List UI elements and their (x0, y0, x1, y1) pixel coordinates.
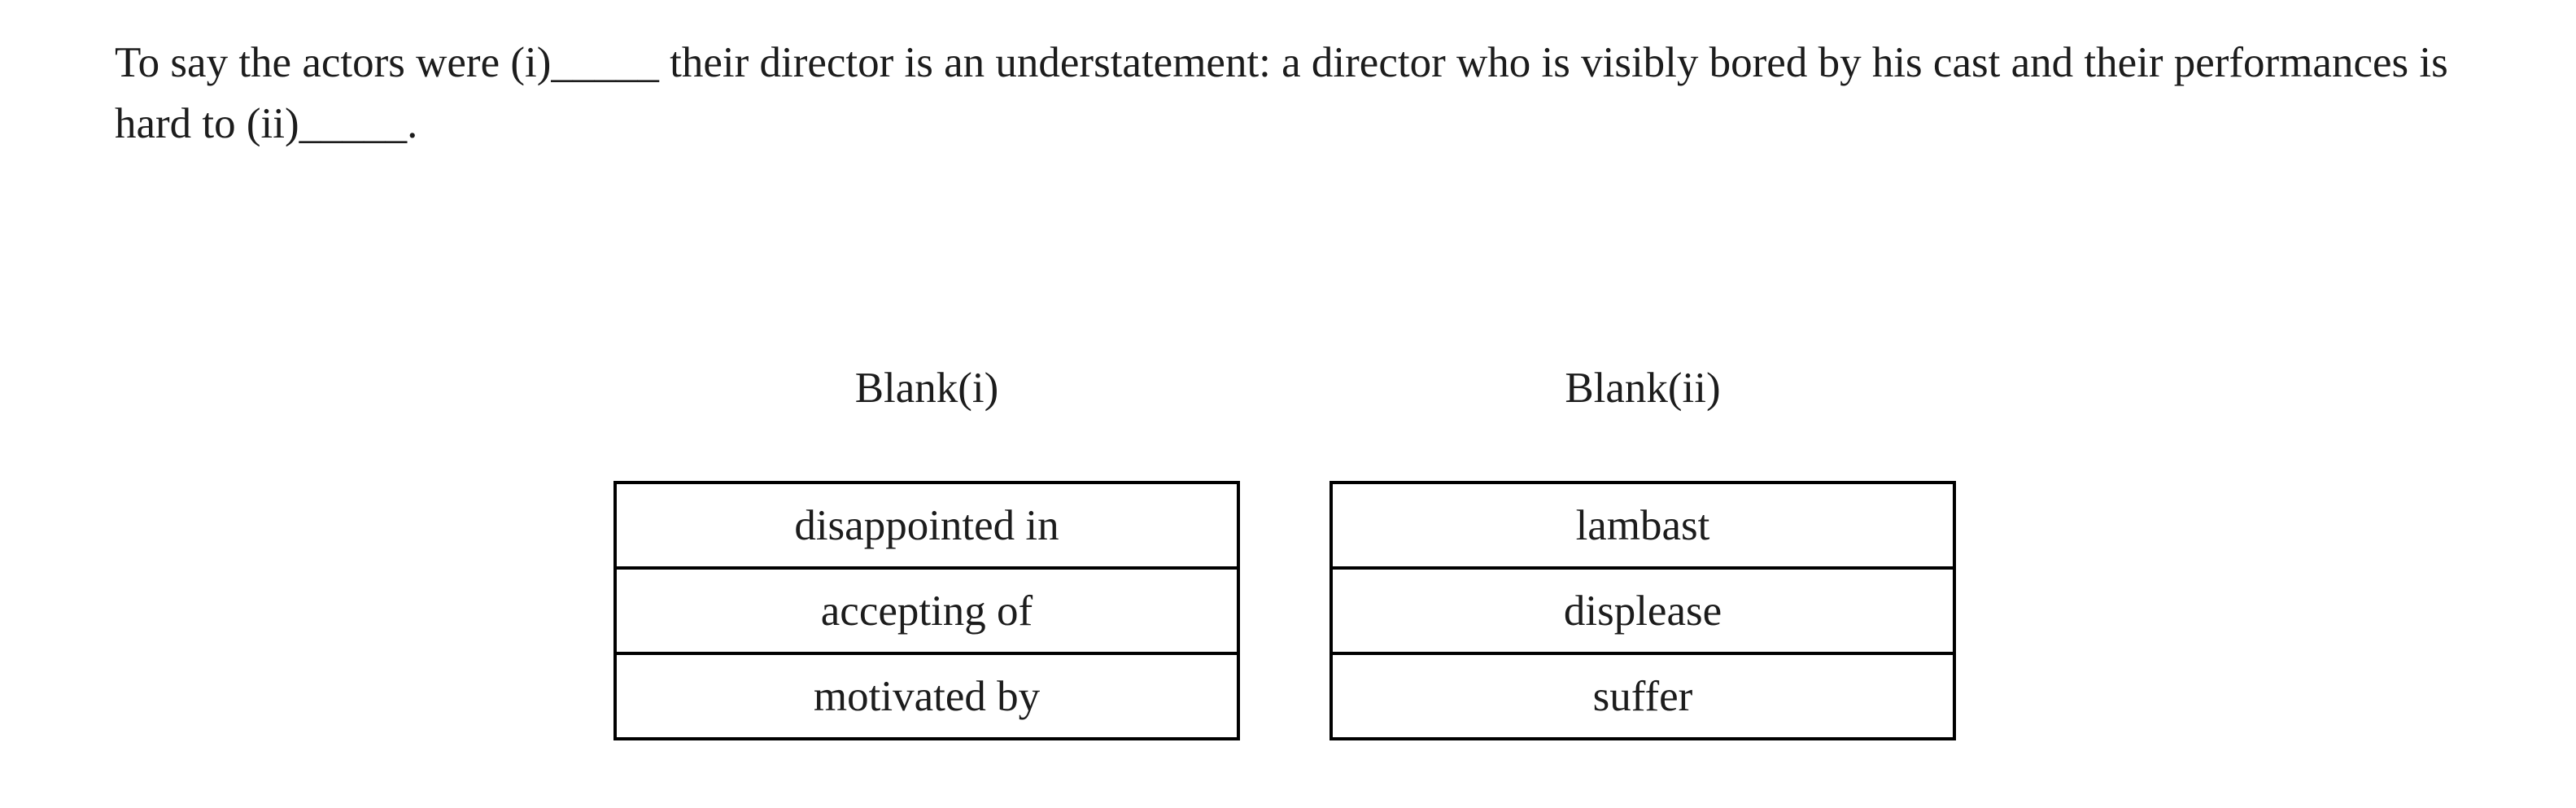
question-passage: To say the actors were (i)_____ their di… (115, 33, 2474, 155)
blank-i-option-motivated-by[interactable]: motivated by (613, 652, 1240, 740)
table-row: disappointed in (613, 481, 1240, 570)
table-row: suffer (1329, 652, 1956, 740)
blank-ii-label: Blank(ii) (1565, 365, 1721, 412)
blank-ii-options-table: lambast displease suffer (1329, 481, 1956, 740)
blank-ii-section: Blank(ii) lambast displease suffer (1329, 367, 1956, 740)
blank-ii-option-displease[interactable]: displease (1329, 566, 1956, 655)
table-row: accepting of (613, 566, 1240, 655)
blank-ii-option-suffer[interactable]: suffer (1329, 652, 1956, 740)
blank-ii-option-lambast[interactable]: lambast (1329, 481, 1956, 570)
table-row: displease (1329, 566, 1956, 655)
blank-i-options-table: disappointed in accepting of motivated b… (613, 481, 1240, 740)
table-row: motivated by (613, 652, 1240, 740)
table-row: lambast (1329, 481, 1956, 570)
passage-line-1: To say the actors were (i)_____ their di… (115, 39, 2448, 86)
blank-i-section: Blank(i) disappointed in accepting of mo… (613, 367, 1240, 740)
passage-line-2: hard to (ii)_____. (115, 100, 418, 147)
blank-i-option-disappointed-in[interactable]: disappointed in (613, 481, 1240, 570)
blank-i-label: Blank(i) (854, 365, 999, 412)
blank-i-option-accepting-of[interactable]: accepting of (613, 566, 1240, 655)
